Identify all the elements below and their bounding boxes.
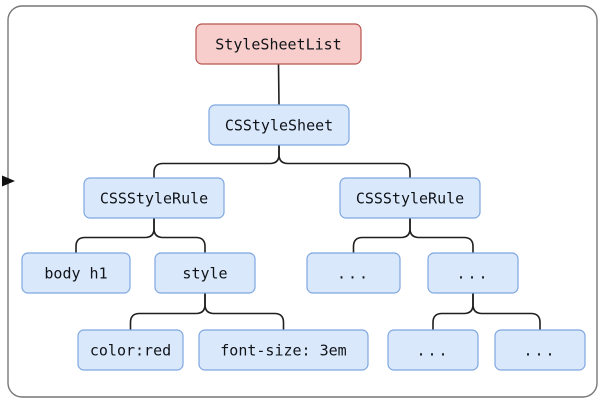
node-declaration-font-size[interactable]: font-size: 3em (198, 329, 369, 371)
node-style[interactable]: style (154, 252, 256, 294)
edge-cssstylerule-left-selector (75, 217, 155, 254)
node-cssstylerule-right-box (339, 177, 481, 219)
node-ellipsis-level4-left[interactable]: ... (387, 329, 479, 371)
node-ellipsis-level3-left-label: ... (337, 265, 370, 283)
node-ellipsis-level4-left-label: ... (416, 342, 449, 360)
node-cssstylerule-left-label: CSSStyleRule (100, 190, 208, 208)
edge-style-font-size (204, 292, 285, 331)
node-cssstylerule-left[interactable]: CSSStyleRule (83, 177, 225, 219)
entry-arrow-icon (2, 175, 15, 187)
node-selector-body-h1-label: body h1 (44, 265, 107, 283)
edge-ellipsis-r3b-ellipsis-r4a (432, 292, 474, 331)
edge-style-color-red (129, 292, 206, 331)
node-ellipsis-level3-right-box (427, 252, 519, 294)
node-ellipsis-level4-right-label: ... (523, 342, 556, 360)
edge-layer (75, 63, 541, 331)
node-ellipsis-level4-right-box (494, 329, 586, 371)
node-ellipsis-level3-right[interactable]: ... (427, 252, 519, 294)
edge-cssstylerule-left-style (153, 217, 206, 254)
node-cssstylerule-right-label: CSSStyleRule (356, 190, 464, 208)
node-declaration-color-red[interactable]: color:red (77, 329, 184, 371)
frame-layer (7, 5, 598, 398)
diagram-frame (7, 5, 598, 398)
node-cssstylesheet[interactable]: CSStyleSheet (208, 104, 350, 146)
node-declaration-font-size-label: font-size: 3em (220, 342, 346, 360)
node-declaration-color-red-label: color:red (90, 342, 171, 360)
node-stylesheetlist-box (195, 23, 362, 65)
node-stylesheetlist-label: StyleSheetList (215, 36, 341, 54)
node-ellipsis-level3-left[interactable]: ... (306, 252, 401, 294)
node-ellipsis-level3-right-label: ... (456, 265, 489, 283)
edge-cssstylerule-right-ellipsis-b (409, 217, 474, 254)
edge-ellipsis-r3b-ellipsis-r4b (472, 292, 541, 331)
node-declaration-font-size-box (198, 329, 369, 371)
node-style-label: style (182, 265, 227, 283)
edge-cssstylesheet-cssstylerule-right (278, 144, 411, 179)
node-declaration-color-red-box (77, 329, 184, 371)
node-ellipsis-level4-left-box (387, 329, 479, 371)
edge-cssstylesheet-cssstylerule-left (153, 144, 280, 179)
node-stylesheetlist[interactable]: StyleSheetList (195, 23, 362, 65)
node-cssstylesheet-label: CSStyleSheet (225, 117, 333, 135)
node-cssstylerule-right[interactable]: CSSStyleRule (339, 177, 481, 219)
node-cssstylerule-left-box (83, 177, 225, 219)
node-selector-body-h1[interactable]: body h1 (21, 252, 131, 294)
edge-stylesheetlist-cssstylesheet (277, 63, 280, 106)
entry-marker-layer (2, 175, 15, 187)
edge-cssstylerule-right-ellipsis-a (352, 217, 411, 254)
node-selector-body-h1-box (21, 252, 131, 294)
node-ellipsis-level4-right[interactable]: ... (494, 329, 586, 371)
node-cssstylesheet-box (208, 104, 350, 146)
node-style-box (154, 252, 256, 294)
node-ellipsis-level3-left-box (306, 252, 401, 294)
